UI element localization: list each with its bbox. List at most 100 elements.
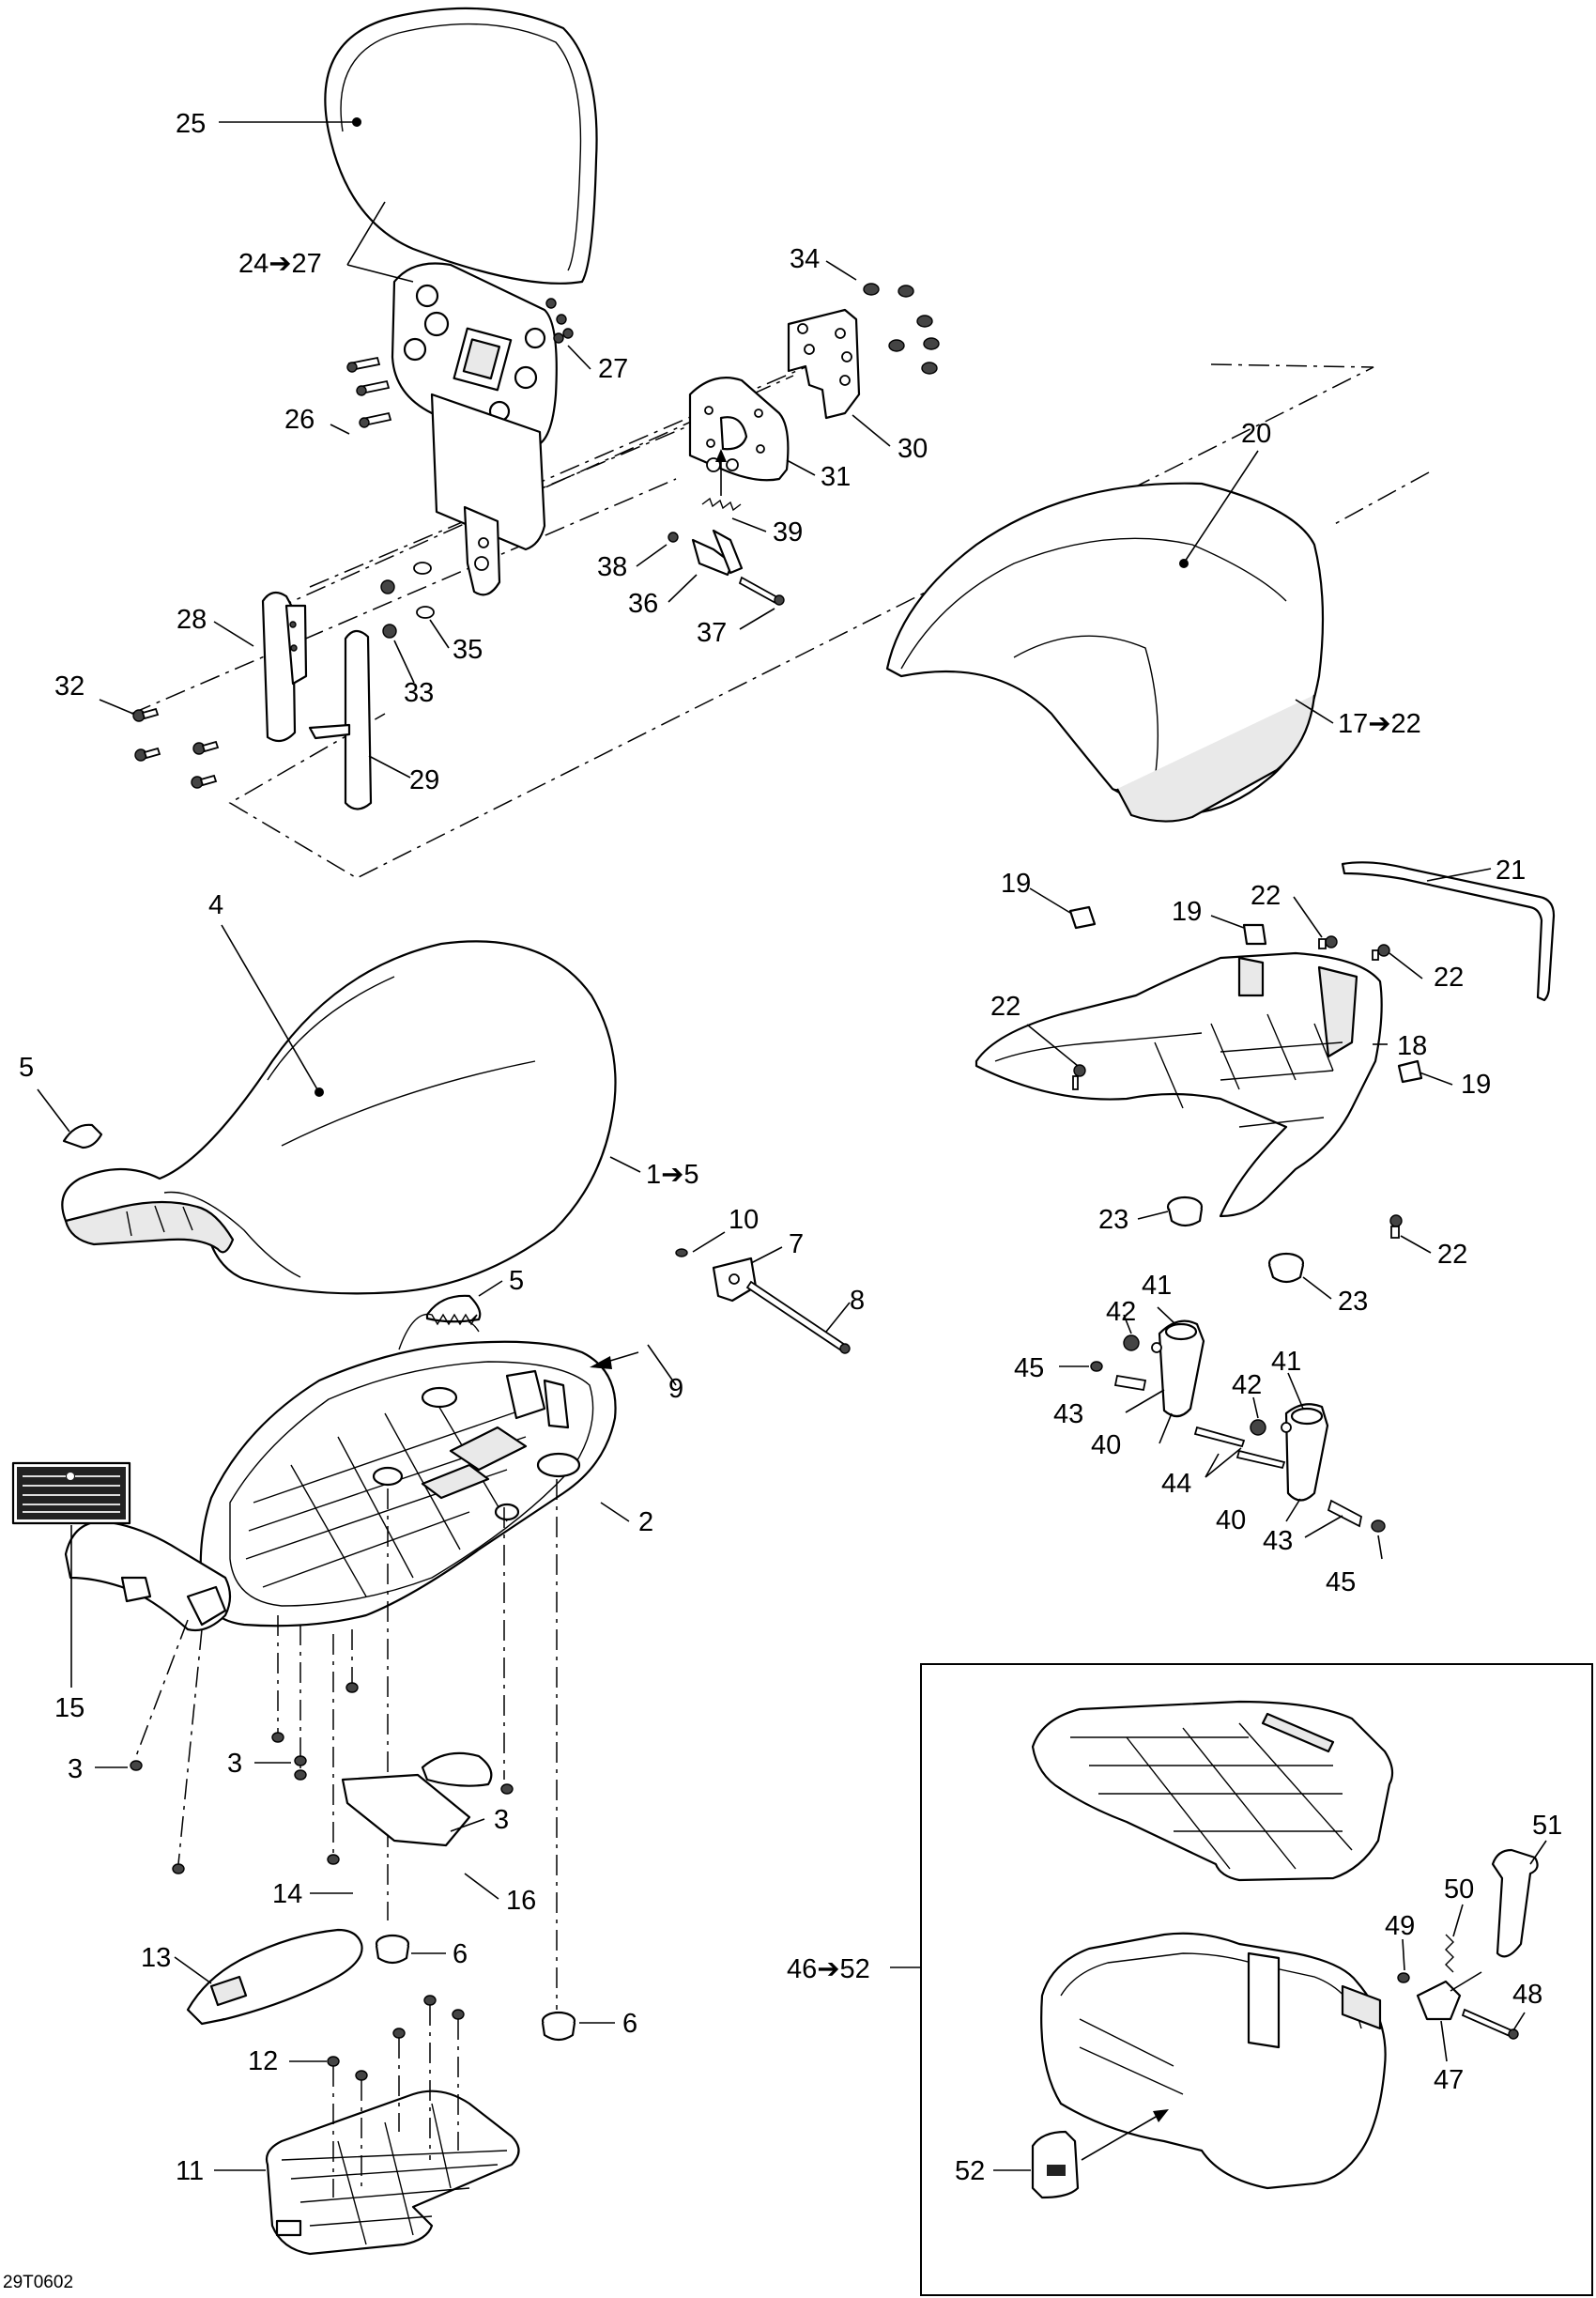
seat-clip-middle [425, 1294, 482, 1323]
backrest-upright [430, 393, 546, 596]
callout-43-b: 43 [1263, 1526, 1293, 1556]
callout-47: 47 [1434, 2065, 1464, 2095]
assembly-outline [228, 363, 1430, 879]
callout-14: 14 [272, 1879, 302, 1909]
seat-front-guard [64, 1519, 232, 1632]
callout-40-b: 40 [1216, 1505, 1246, 1535]
warning-decal [11, 1461, 131, 1525]
callout-3-c: 3 [494, 1805, 509, 1835]
seat-flap [186, 1928, 363, 2026]
callout-20: 20 [1241, 419, 1271, 449]
screws [1072, 935, 1403, 1239]
callout-22-b: 22 [1434, 963, 1464, 993]
callout-5-mid: 5 [509, 1266, 524, 1296]
storage-kit-frame [920, 1663, 1593, 2296]
callout-19-b: 19 [1172, 897, 1202, 927]
alignment-line [525, 365, 808, 489]
backrest-pad [324, 7, 598, 285]
plate-cover [341, 1751, 493, 1847]
side-bracket-left [1090, 1319, 1246, 1448]
callout-16: 16 [506, 1886, 536, 1916]
callout-41-b: 41 [1271, 1347, 1301, 1377]
skid-plate-bolts [327, 1995, 465, 2198]
skid-plate [265, 2090, 520, 2256]
latch-mechanism [668, 449, 785, 606]
callout-labels: 25 24➔27 27 26 34 30 31 39 38 36 37 28 3… [19, 109, 1562, 2186]
callout-8: 8 [850, 1286, 865, 1316]
callout-22-d: 22 [1437, 1240, 1467, 1270]
callout-31: 31 [821, 462, 851, 492]
callout-23-a: 23 [1098, 1205, 1128, 1235]
storage-clip [1031, 2130, 1080, 2199]
latch-bracket [787, 308, 861, 420]
callout-44: 44 [1161, 1469, 1191, 1499]
callout-9: 9 [668, 1374, 683, 1404]
callout-21: 21 [1496, 856, 1526, 886]
callout-43-a: 43 [1053, 1399, 1083, 1429]
seat-clip-left [62, 1123, 103, 1149]
callout-23-b: 23 [1338, 1287, 1368, 1317]
callout-1-5: 1➔5 [646, 1160, 699, 1190]
callout-5-left: 5 [19, 1053, 34, 1083]
callout-27: 27 [598, 354, 628, 384]
leader-lines [37, 117, 1547, 2171]
grommets [1166, 1195, 1305, 1284]
callout-6-b: 6 [622, 2009, 637, 2039]
side-bracket-right [1235, 1403, 1386, 1533]
callout-46-52: 46➔52 [787, 1954, 870, 1984]
callout-26: 26 [284, 405, 315, 435]
storage-latch [1397, 1848, 1539, 2040]
callout-4: 4 [208, 890, 223, 920]
callout-24-27: 24➔27 [238, 249, 322, 279]
backrest-bolts [346, 356, 392, 428]
callout-3-a: 3 [68, 1754, 83, 1784]
callout-18: 18 [1397, 1031, 1427, 1061]
callout-30: 30 [898, 434, 928, 464]
rail-bolts [132, 707, 220, 789]
callout-19-a: 19 [1001, 869, 1031, 899]
callout-42-b: 42 [1232, 1370, 1262, 1400]
callout-10: 10 [729, 1205, 759, 1235]
alignment-line [271, 375, 794, 611]
callout-28: 28 [176, 605, 207, 635]
callout-34: 34 [790, 244, 820, 274]
callout-48: 48 [1512, 1980, 1542, 2010]
storage-box-lid [1031, 1700, 1394, 1882]
main-seat [61, 940, 617, 1295]
callout-49: 49 [1385, 1911, 1415, 1941]
callout-45-b: 45 [1326, 1567, 1356, 1597]
seat-latch-parts [398, 1248, 851, 1369]
callout-3-b: 3 [227, 1749, 242, 1779]
diagram-code: 29T0602 [3, 2273, 73, 2292]
callout-22-c: 22 [990, 992, 1021, 1022]
callout-6-a: 6 [453, 1939, 468, 1969]
passenger-seat [885, 482, 1325, 823]
bracket-nuts [863, 283, 940, 375]
rail-fasteners [380, 562, 435, 639]
callout-45-a: 45 [1014, 1353, 1044, 1383]
callout-17-22: 17➔22 [1338, 709, 1421, 739]
callout-11: 11 [176, 2156, 204, 2186]
callout-33: 33 [404, 678, 434, 708]
callout-35: 35 [453, 635, 483, 665]
callout-12: 12 [248, 2046, 278, 2076]
callout-32: 32 [54, 671, 84, 702]
callout-37: 37 [697, 618, 727, 648]
callout-25: 25 [176, 109, 206, 139]
callout-2: 2 [638, 1507, 653, 1537]
alignment-line [130, 478, 677, 715]
callout-13: 13 [141, 1943, 171, 1973]
callout-50: 50 [1444, 1874, 1474, 1905]
storage-box-tub [1040, 1932, 1387, 2190]
backrest-rail-right [308, 629, 373, 810]
callout-39: 39 [773, 517, 803, 548]
callout-42-a: 42 [1106, 1297, 1136, 1327]
passenger-seat-base [974, 951, 1383, 1218]
backrest-nuts [545, 298, 574, 344]
callout-51: 51 [1532, 1811, 1562, 1841]
callout-15: 15 [54, 1693, 84, 1723]
latch-plate [688, 377, 790, 482]
seat-base [199, 1340, 617, 1627]
callout-36: 36 [628, 589, 658, 619]
